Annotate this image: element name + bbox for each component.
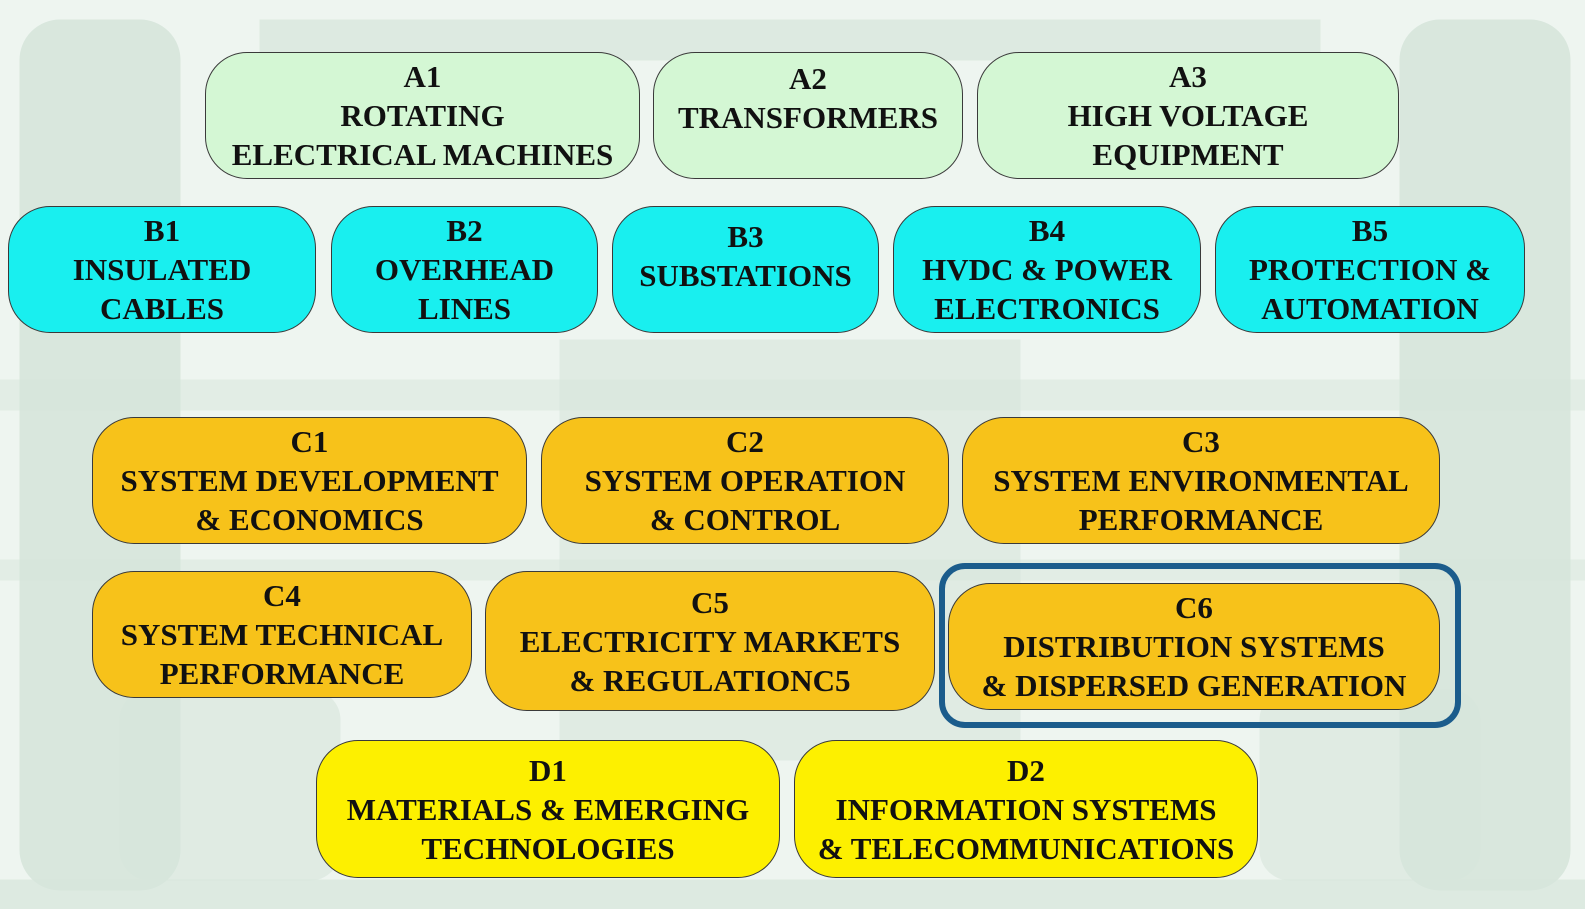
committee-code: B4 bbox=[1028, 213, 1066, 248]
committee-b2: B2 OVERHEAD LINES bbox=[331, 206, 598, 333]
committee-code: C5 bbox=[691, 584, 729, 620]
committee-code: B1 bbox=[143, 213, 181, 248]
committee-name-line2: ELECTRONICS bbox=[934, 291, 1160, 326]
committee-name-line2: AUTOMATION bbox=[1261, 291, 1479, 326]
committee-name-line1: HVDC & POWER bbox=[922, 252, 1172, 287]
committee-b4: B4 HVDC & POWER ELECTRONICS bbox=[893, 206, 1201, 333]
committee-name-line1: SYSTEM TECHNICAL bbox=[120, 617, 444, 652]
committee-c6: C6 DISTRIBUTION SYSTEMS & DISPERSED GENE… bbox=[948, 583, 1440, 710]
committee-code: B5 bbox=[1351, 213, 1389, 248]
committee-code: D1 bbox=[529, 752, 567, 788]
committee-a1: A1 ROTATING ELECTRICAL MACHINES bbox=[205, 52, 640, 179]
committee-name-line2: PERFORMANCE bbox=[1078, 502, 1324, 537]
committee-d1: D1 MATERIALS & EMERGING TECHNOLOGIES bbox=[316, 740, 780, 878]
committee-code: C4 bbox=[263, 578, 301, 613]
committee-name-line1: MATERIALS & EMERGING bbox=[346, 791, 750, 827]
c6-highlight-frame bbox=[939, 563, 1461, 728]
committee-name-line1: ROTATING bbox=[340, 98, 505, 133]
committee-code: B2 bbox=[446, 213, 483, 248]
committee-name-line2: & DISPERSED GENERATION bbox=[981, 668, 1407, 703]
committee-name-line1: SUBSTATIONS bbox=[639, 258, 852, 293]
committee-b1: B1 INSULATED CABLES bbox=[8, 206, 316, 333]
committee-a3: A3 HIGH VOLTAGE EQUIPMENT bbox=[977, 52, 1399, 179]
committee-code: A1 bbox=[403, 59, 442, 94]
committee-code: C3 bbox=[1182, 424, 1220, 459]
committee-name-line1: SYSTEM ENVIRONMENTAL bbox=[993, 463, 1409, 498]
committee-code: C6 bbox=[1175, 590, 1213, 625]
committee-name-line1: SYSTEM OPERATION bbox=[584, 463, 906, 498]
committee-c2: C2 SYSTEM OPERATION & CONTROL bbox=[541, 417, 949, 544]
committee-name-line2: ELECTRICAL MACHINES bbox=[231, 137, 614, 172]
committee-a2: A2 TRANSFORMERS bbox=[653, 52, 963, 179]
committee-name-line1: TRANSFORMERS bbox=[677, 100, 939, 135]
committee-name-line1: OVERHEAD bbox=[374, 252, 555, 287]
committee-code: C1 bbox=[290, 424, 329, 459]
committee-c5: C5 ELECTRICITY MARKETS & REGULATIONC5 bbox=[485, 571, 935, 711]
committee-b5: B5 PROTECTION & AUTOMATION bbox=[1215, 206, 1525, 333]
committee-code: A3 bbox=[1169, 59, 1207, 94]
committee-name-line1: INFORMATION SYSTEMS bbox=[835, 791, 1217, 827]
committee-name-line2: EQUIPMENT bbox=[1092, 137, 1284, 172]
committee-name-line1: HIGH VOLTAGE bbox=[1067, 98, 1309, 133]
committee-d2: D2 INFORMATION SYSTEMS & TELECOMMUNICATI… bbox=[794, 740, 1258, 878]
committee-name-line2: CABLES bbox=[99, 291, 225, 326]
committee-code: B3 bbox=[727, 219, 764, 254]
committee-code: D2 bbox=[1007, 752, 1045, 788]
committee-name-line2: & TELECOMMUNICATIONS bbox=[817, 830, 1235, 866]
committee-name-line1: PROTECTION & bbox=[1249, 252, 1491, 287]
committee-code: A2 bbox=[789, 61, 827, 96]
committee-b3: B3 SUBSTATIONS bbox=[612, 206, 879, 333]
committee-code: C2 bbox=[726, 424, 764, 459]
committee-name-line2: & REGULATIONC5 bbox=[569, 662, 851, 698]
committee-name-line1: SYSTEM DEVELOPMENT bbox=[120, 463, 499, 498]
committee-name-line2: LINES bbox=[417, 291, 512, 326]
committee-name-line2: TECHNOLOGIES bbox=[421, 830, 675, 866]
committee-name-line1: DISTRIBUTION SYSTEMS bbox=[1003, 629, 1385, 664]
committee-name-line2: & CONTROL bbox=[649, 502, 841, 537]
committee-name-line2: PERFORMANCE bbox=[159, 656, 405, 691]
committee-name-line1: ELECTRICITY MARKETS bbox=[519, 623, 901, 659]
committee-c4: C4 SYSTEM TECHNICAL PERFORMANCE bbox=[92, 571, 472, 698]
committee-c1: C1 SYSTEM DEVELOPMENT & ECONOMICS bbox=[92, 417, 527, 544]
committee-name-line2: & ECONOMICS bbox=[195, 502, 424, 537]
committee-name-line1: INSULATED bbox=[72, 252, 252, 287]
committee-c3: C3 SYSTEM ENVIRONMENTAL PERFORMANCE bbox=[962, 417, 1440, 544]
